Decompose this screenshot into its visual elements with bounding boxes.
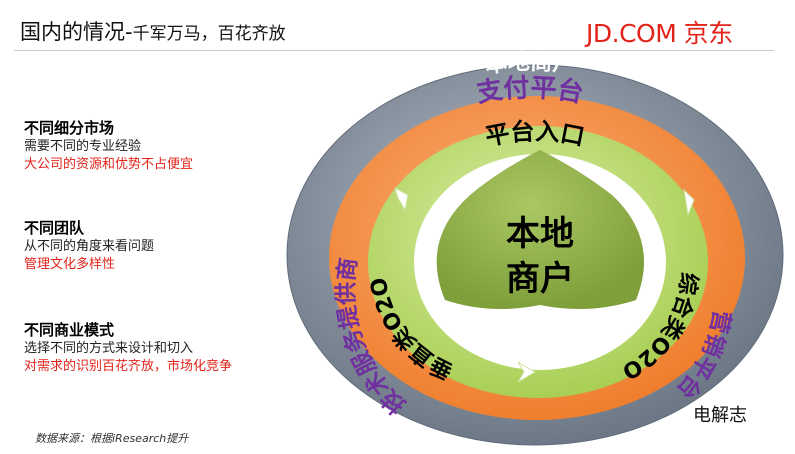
point-market: 不同细分市场 需要不同的专业经验 大公司的资源和优势不占便宜 [24, 118, 314, 174]
outer-ring-label: 本地商户 [484, 49, 577, 78]
chevron-icon [683, 188, 695, 217]
point-model: 不同商业模式 选择不同的方式来设计和切入 对需求的识别百花齐放，市场化竞争 [24, 320, 314, 376]
title-dash: - [125, 20, 133, 44]
jd-logo: JD.COM 京东 [586, 19, 733, 48]
point-team: 不同团队 从不同的角度来看问题 管理文化多样性 [24, 218, 314, 274]
author-signature: 电解志 [693, 405, 747, 426]
chevron-icon [394, 186, 409, 212]
page-title: 国内的情况-千军万马，百花齐放 [20, 16, 286, 46]
title-sub: 千军万马，百花齐放 [132, 24, 286, 44]
center-label-top: 本地 [506, 214, 574, 254]
point-highlight: 大公司的资源和优势不占便宜 [24, 157, 194, 172]
point-detail: 选择不同的方式来设计和切入 [24, 341, 194, 356]
point-detail: 需要不同的专业经验 [24, 139, 142, 154]
point-highlight: 管理文化多样性 [24, 257, 116, 272]
point-heading: 不同团队 [24, 219, 85, 237]
point-highlight: 对需求的识别百花齐放，市场化竞争 [24, 359, 233, 374]
point-heading: 不同细分市场 [24, 119, 115, 137]
point-detail: 从不同的角度来看问题 [24, 239, 155, 254]
chevron-icon [517, 361, 536, 383]
title-main: 国内的情况 [20, 20, 125, 44]
center-label-bottom: 商户 [506, 259, 574, 299]
header-divider [14, 50, 774, 51]
point-heading: 不同商业模式 [24, 321, 115, 339]
source-note: 数据来源：根据iResearch提升 [35, 432, 189, 445]
center-shape [436, 150, 644, 309]
